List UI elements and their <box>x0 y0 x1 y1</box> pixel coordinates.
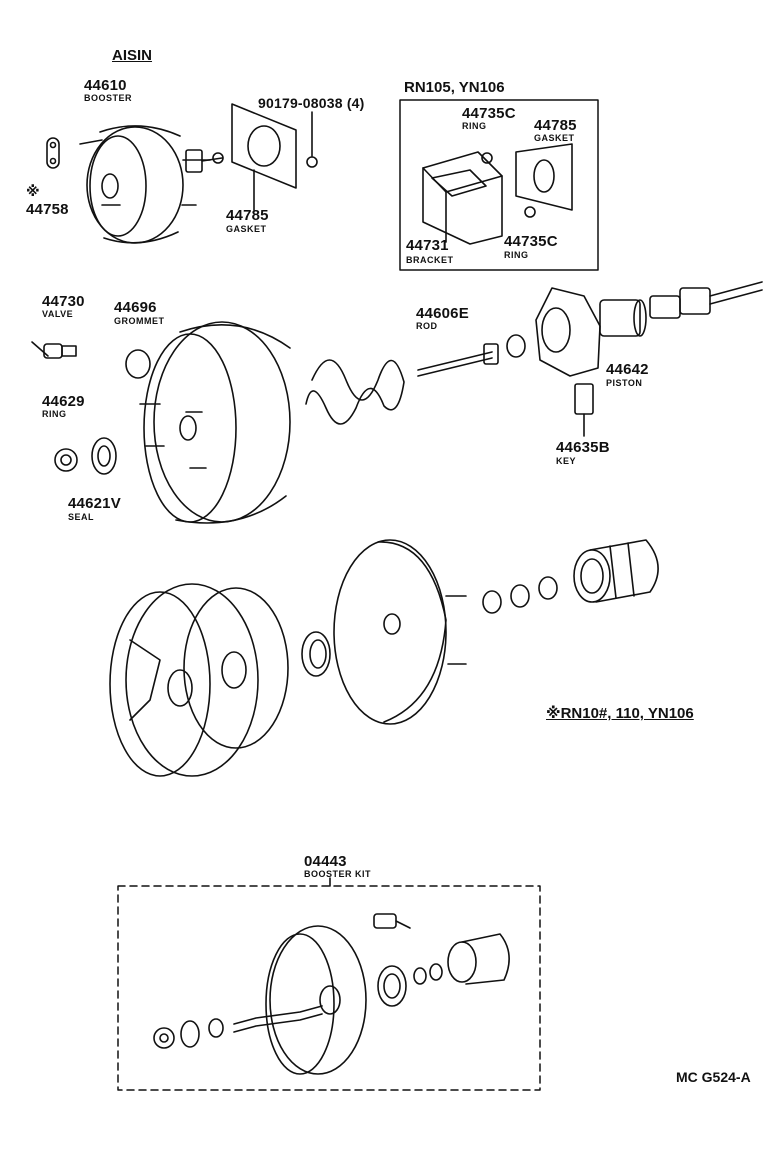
booster-part-number[interactable]: 44610 <box>84 77 127 94</box>
rear-shell-drawing <box>139 321 291 524</box>
brand-label: AISIN <box>112 47 153 64</box>
valve-part-name: VALVE <box>42 309 74 319</box>
diaphragm-seal-drawing <box>301 631 331 677</box>
kit-parts-drawing <box>153 913 510 1075</box>
kit-frame <box>117 885 541 1091</box>
key-part-name: KEY <box>556 456 577 466</box>
clevis-mark: ※ <box>26 183 40 199</box>
clevis-drawing <box>46 137 60 169</box>
bellows-drawing <box>573 539 659 603</box>
clevis-part-number[interactable]: 44758 <box>26 201 69 218</box>
inset-ring-top-number[interactable]: 44735C <box>462 105 516 122</box>
gasket-left-part-name: GASKET <box>226 224 267 234</box>
piston-drawing <box>535 281 763 377</box>
gasket-left-part-number[interactable]: 44785 <box>226 207 269 224</box>
grommet-part-name: GROMMET <box>114 316 165 326</box>
nut-drawing <box>306 111 318 168</box>
booster-part-name: BOOSTER <box>84 93 133 103</box>
grommet-drawing <box>125 349 151 379</box>
piston-part-number[interactable]: 44642 <box>606 361 649 378</box>
seal-part-name: SEAL <box>68 512 95 522</box>
figure-code: MC G524-A <box>676 1069 751 1085</box>
piston-part-name: PISTON <box>606 378 643 388</box>
inset-ring-top-drawing <box>481 152 493 164</box>
seal-part-number[interactable]: 44621V <box>68 495 121 512</box>
valve-drawing <box>31 341 77 359</box>
inset-gasket-number[interactable]: 44785 <box>534 117 577 134</box>
seal-set-drawing <box>482 576 558 614</box>
inset-bracket-number[interactable]: 44731 <box>406 237 449 254</box>
spring-drawing <box>305 359 405 425</box>
valve-part-number[interactable]: 44730 <box>42 293 85 310</box>
model-note: ※RN10#, 110, YN106 <box>546 705 694 722</box>
inset-title: RN105, YN106 <box>404 79 505 96</box>
inset-ring-bottom-name: RING <box>504 250 529 260</box>
rod-drawing <box>417 334 526 377</box>
grommet-part-number[interactable]: 44696 <box>114 299 157 316</box>
front-shell-drawing <box>109 583 289 777</box>
bracket-drawing <box>422 151 503 245</box>
inset-gasket-name: GASKET <box>534 133 575 143</box>
inset-bracket-name: BRACKET <box>406 255 454 265</box>
center-shell-drawing <box>333 539 467 725</box>
ring-left-part-number[interactable]: 44629 <box>42 393 85 410</box>
bolt-part-number[interactable]: 90179-08038 (4) <box>258 95 365 111</box>
inset-gasket-drawing <box>515 143 573 211</box>
inset-ring-top-name: RING <box>462 121 487 131</box>
ring-left-drawing <box>54 448 78 472</box>
ring-left-part-name: RING <box>42 409 67 419</box>
seal-drawing <box>91 437 117 475</box>
inset-ring-bottom-number[interactable]: 44735C <box>504 233 558 250</box>
key-part-number[interactable]: 44635B <box>556 439 610 456</box>
key-drawing <box>574 383 594 437</box>
kit-part-number[interactable]: 04443 <box>304 853 347 870</box>
rod-part-name: ROD <box>416 321 438 331</box>
gasket-left-drawing <box>231 103 297 211</box>
booster-assembly-drawing <box>79 125 224 244</box>
kit-part-name: BOOSTER KIT <box>304 869 372 879</box>
inset-ring-bottom-drawing <box>524 206 536 218</box>
inset-frame <box>399 99 599 271</box>
rod-part-number[interactable]: 44606E <box>416 305 469 322</box>
